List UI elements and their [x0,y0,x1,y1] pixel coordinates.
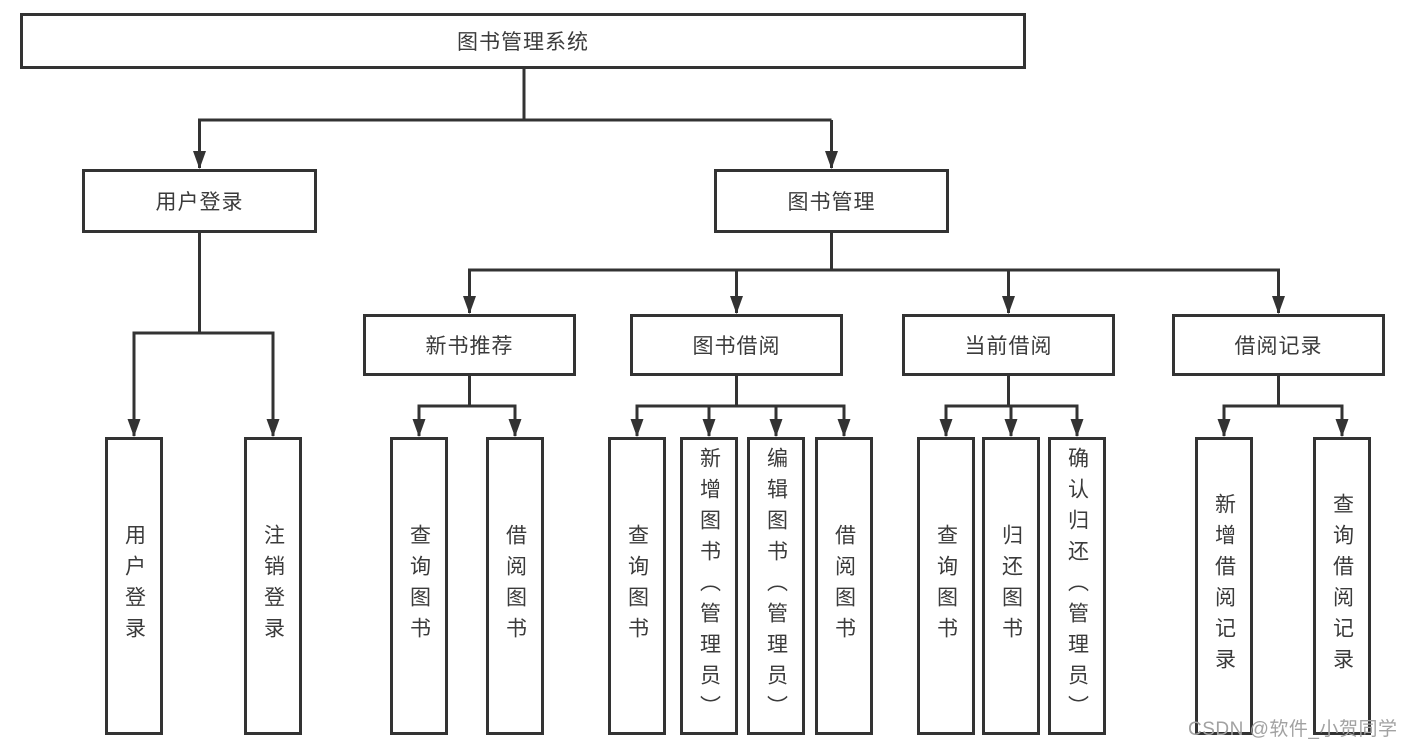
node-leaf-query-books-current: 查询图书 [917,437,975,735]
node-label: 图书管理 [787,191,876,214]
node-book-management: 图书管理 [714,169,949,233]
node-label: 借阅图书 [832,524,856,648]
node-label: 图书借阅 [692,335,781,358]
node-label: 归还图书 [999,524,1023,648]
node-leaf-user-login: 用户登录 [105,437,163,735]
node-new-book-recommend: 新书推荐 [363,314,576,376]
node-label: 确认归还（管理员） [1065,446,1089,726]
node-leaf-confirm-return-admin: 确认归还（管理员） [1048,437,1106,735]
node-label: 图书管理系统 [457,31,589,54]
csdn-watermark: CSDN @软件_小贺同学 [1188,719,1398,740]
node-leaf-edit-book-admin: 编辑图书（管理员） [747,437,805,735]
node-label: 新增借阅记录 [1212,493,1236,679]
node-leaf-query-borrow-record: 查询借阅记录 [1313,437,1371,735]
node-leaf-add-book-admin: 新增图书（管理员） [680,437,738,735]
node-label: 新增图书（管理员） [697,446,721,726]
node-label: 编辑图书（管理员） [764,446,788,726]
node-label: 当前借阅 [964,335,1053,358]
node-label: 查询图书 [625,524,649,648]
node-leaf-borrow-books: 借阅图书 [815,437,873,735]
node-label: 借阅记录 [1234,335,1323,358]
node-leaf-query-books-recommend: 查询图书 [390,437,448,735]
node-current-borrow: 当前借阅 [902,314,1115,376]
node-label: 用户登录 [155,191,244,214]
node-root-library-system: 图书管理系统 [20,13,1026,69]
node-leaf-query-books-borrow: 查询图书 [608,437,666,735]
node-label: 查询图书 [934,524,958,648]
node-label: 用户登录 [122,524,146,648]
node-label: 注销登录 [261,524,285,648]
node-label: 新书推荐 [425,335,514,358]
node-leaf-return-book: 归还图书 [982,437,1040,735]
node-label: 查询图书 [407,524,431,648]
node-leaf-logout: 注销登录 [244,437,302,735]
node-label: 借阅图书 [503,524,527,648]
node-leaf-add-borrow-record: 新增借阅记录 [1195,437,1253,735]
node-leaf-borrow-books-recommend: 借阅图书 [486,437,544,735]
node-book-borrow: 图书借阅 [630,314,843,376]
node-user-login: 用户登录 [82,169,317,233]
node-borrow-records: 借阅记录 [1172,314,1385,376]
node-label: 查询借阅记录 [1330,493,1354,679]
